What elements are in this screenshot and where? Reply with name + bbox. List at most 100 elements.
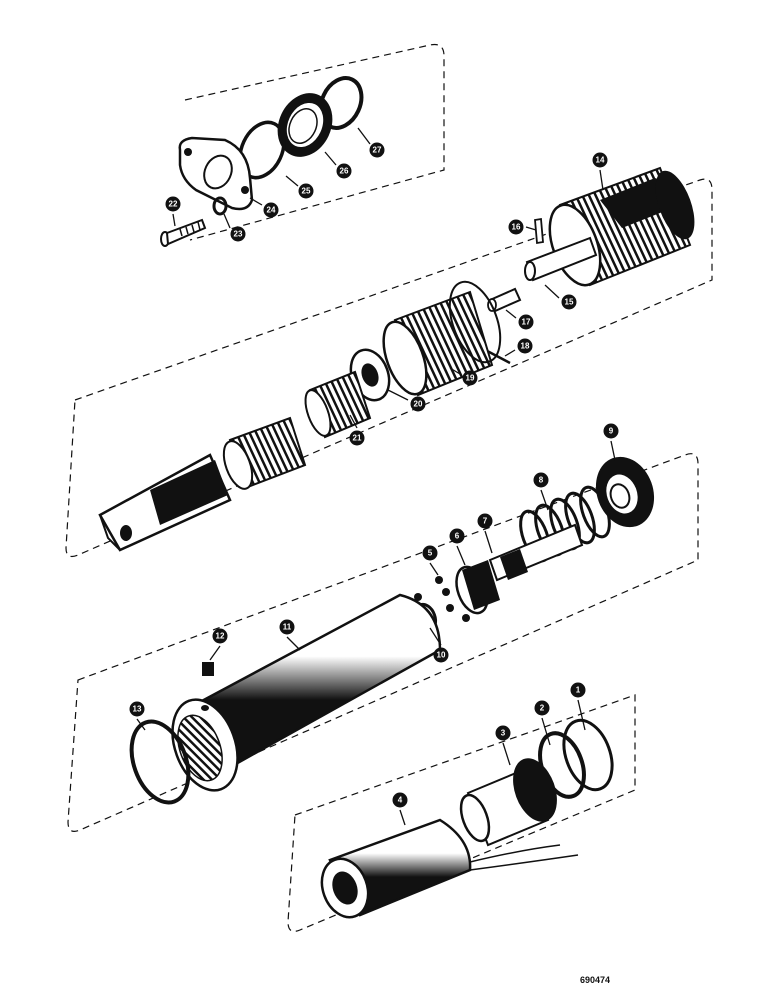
callout-18-balloon (517, 338, 533, 354)
group-outlines (65, 43, 713, 932)
part-22-cap-screw (160, 218, 207, 247)
part-1-snap-ring (562, 718, 614, 792)
callout-7-label: 7 (483, 517, 488, 526)
callout-14-leader (599, 169, 604, 191)
part-9-seal (595, 456, 655, 528)
callout-20-label: 20 (414, 400, 423, 409)
callout-1-leader (577, 699, 586, 731)
callout-1-balloon (570, 682, 586, 698)
callout-25: 25 (285, 175, 314, 199)
part-6-valve-seat (455, 560, 500, 615)
callout-9-leader (610, 440, 616, 461)
callout-20-balloon (410, 396, 426, 412)
outline-shaft-group (65, 178, 713, 558)
outline-end-group (287, 694, 636, 932)
callout-7-leader (484, 530, 493, 554)
callout-21-balloon (349, 430, 365, 446)
callout-13: 13 (129, 701, 146, 731)
callout-15-balloon (561, 294, 577, 310)
callout-7: 7 (477, 513, 493, 554)
callout-21-leader (349, 414, 358, 429)
callout-16-leader (525, 226, 537, 231)
callout-25-balloon (298, 183, 314, 199)
callout-6-balloon (449, 528, 465, 544)
callout-3-balloon (495, 725, 511, 741)
callout-7-balloon (477, 513, 493, 529)
callout-8-leader (540, 489, 549, 511)
callout-23-label: 23 (234, 230, 243, 239)
callout-21: 21 (349, 414, 365, 446)
callout-15-label: 15 (565, 298, 574, 307)
callout-24: 24 (249, 197, 279, 218)
callout-10-balloon (433, 647, 449, 663)
callout-11-label: 11 (283, 623, 292, 632)
callout-10-label: 10 (437, 651, 446, 660)
callout-20: 20 (387, 389, 426, 412)
callout-24-label: 24 (267, 206, 276, 215)
callout-23: 23 (223, 213, 246, 242)
callout-14-label: 14 (596, 156, 605, 165)
part-13-oring (129, 719, 191, 805)
callout-8-balloon (533, 472, 549, 488)
callout-3-leader (502, 742, 511, 766)
part-5-balls (414, 576, 470, 622)
callout-26-leader (324, 151, 337, 166)
callout-26-label: 26 (340, 167, 349, 176)
callout-1-label: 1 (576, 686, 581, 695)
callout-3-label: 3 (501, 729, 506, 738)
part-15-shaft (524, 236, 598, 282)
callout-18-label: 18 (521, 342, 530, 351)
callout-11-balloon (279, 619, 295, 635)
callout-22-label: 22 (169, 200, 178, 209)
part-21-sleeve (304, 370, 372, 439)
callout-19: 19 (449, 367, 478, 386)
part-3-sleeve (459, 758, 557, 847)
callout-4-label: 4 (398, 796, 403, 805)
callout-14: 14 (592, 152, 608, 191)
callout-20-leader (387, 389, 409, 401)
callout-24-balloon (263, 202, 279, 218)
callout-25-leader (285, 175, 299, 187)
callout-23-balloon (230, 226, 246, 242)
callout-15-leader (544, 284, 560, 299)
callout-4: 4 (392, 792, 408, 826)
callout-13-leader (136, 718, 146, 731)
callout-2-leader (541, 717, 551, 746)
callout-27-label: 27 (373, 146, 382, 155)
callout-16: 16 (508, 219, 537, 235)
callout-22: 22 (165, 196, 181, 227)
part-11-cylinder (171, 593, 442, 792)
callout-6-label: 6 (455, 532, 460, 541)
callout-22-balloon (165, 196, 181, 212)
part-16-pin (534, 217, 544, 245)
callout-12-leader (209, 645, 221, 661)
part-14-bearing-nut (548, 166, 695, 287)
callout-17: 17 (505, 309, 534, 330)
callout-27-leader (357, 127, 371, 145)
callout-12-balloon (212, 628, 228, 644)
callout-6-leader (456, 545, 466, 566)
callout-5-balloon (422, 545, 438, 561)
callout-10-leader (429, 627, 442, 646)
callout-11-leader (286, 636, 301, 651)
callout-27-balloon (369, 142, 385, 158)
callout-19-leader (449, 367, 461, 375)
callout-22-leader (172, 213, 176, 227)
callout-25-label: 25 (302, 187, 311, 196)
part-12-plug (202, 662, 214, 676)
part-23-lockwasher (212, 196, 228, 216)
callout-4-leader (399, 809, 406, 826)
callout-13-balloon (129, 701, 145, 717)
callout-16-balloon (508, 219, 524, 235)
callout-5-leader (429, 562, 439, 576)
callout-5-label: 5 (428, 549, 433, 558)
part-26-seal-retainer (277, 93, 333, 157)
callout-19-label: 19 (466, 374, 475, 383)
callout-23-leader (223, 213, 231, 229)
callout-11: 11 (279, 619, 301, 651)
callout-14-balloon (592, 152, 608, 168)
callout-12-label: 12 (216, 632, 225, 641)
callout-19-balloon (462, 370, 478, 386)
callout-9-label: 9 (609, 427, 614, 436)
